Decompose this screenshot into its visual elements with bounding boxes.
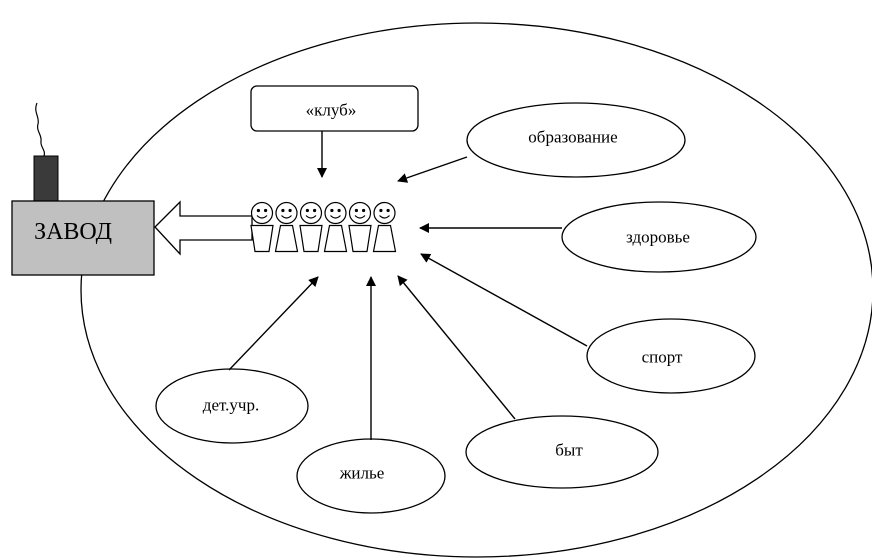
person-head [275,201,298,225]
person-head [299,201,323,225]
person-eye [337,208,341,213]
education-label: образование [528,127,618,147]
person-eye [386,208,390,213]
person-smile [281,215,292,219]
everyday-label: быт [555,440,583,460]
everyday-ellipse [465,415,659,489]
person-eye [313,208,317,213]
sport-ellipse [586,318,756,394]
person-figure [274,201,299,253]
person-smile [256,215,268,219]
person-body [299,224,323,253]
person-eye [305,208,309,213]
everyday-arrow [397,275,516,420]
person-figure [372,201,397,253]
person-smile [305,215,317,219]
person-figure [348,201,372,253]
person-body [250,224,274,253]
factory-box [11,200,155,276]
person-smile [354,215,366,219]
person-head [324,201,347,225]
factory-label: ЗАВОД [34,219,112,245]
person-eye [379,208,383,213]
person-eye [362,208,366,213]
person-figure [250,201,274,253]
person-eye [330,208,334,213]
person-eye [256,208,260,213]
person-eye [354,208,358,213]
sport-arrow [420,253,588,347]
person-body [372,224,397,253]
person-figure [323,201,348,253]
person-eye [288,208,292,213]
flow-to-factory-arrow [154,200,253,256]
person-eye [264,208,268,213]
person-body [323,224,348,253]
housing-label: жилье [339,463,385,483]
person-smile [379,215,390,219]
person-figure [299,201,323,253]
person-head [373,201,396,225]
education-ellipse [466,102,686,178]
education-arrow [397,156,468,183]
childcare-ellipse [155,368,309,444]
person-head [348,201,372,225]
smoke-line [35,102,46,157]
person-eye [281,208,285,213]
childcare-label: дет.учр. [202,395,260,415]
community-ellipse [80,22,872,558]
sport-label: спорт [641,347,683,367]
club-box [250,85,419,132]
people-group [250,201,397,253]
health-ellipse [561,201,757,273]
person-head [250,201,274,225]
health-label: здоровье [626,227,690,247]
person-body [274,224,299,253]
person-smile [330,215,341,219]
factory-chimney [33,155,59,203]
person-body [348,224,372,253]
childcare-arrow [228,276,319,371]
club-label: «клуб» [305,100,357,120]
